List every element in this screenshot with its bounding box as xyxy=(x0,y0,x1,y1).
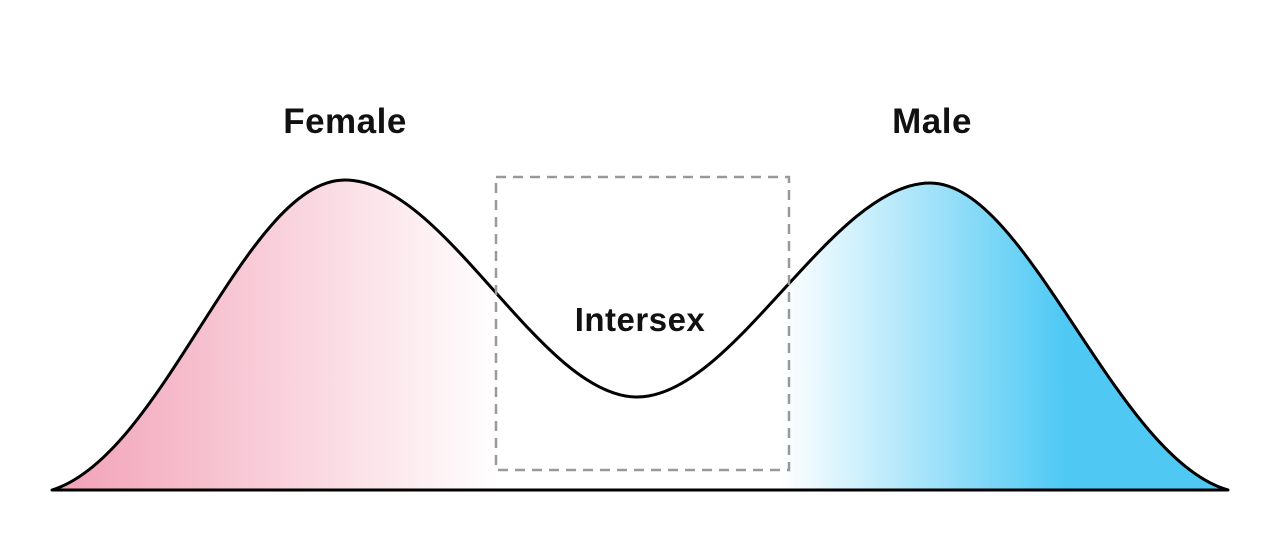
male-label: Male xyxy=(892,102,972,141)
bimodal-curve xyxy=(50,178,1230,492)
intersex-dashed-box xyxy=(494,175,791,472)
female-label: Female xyxy=(283,102,407,141)
intersex-label: Intersex xyxy=(575,301,706,338)
